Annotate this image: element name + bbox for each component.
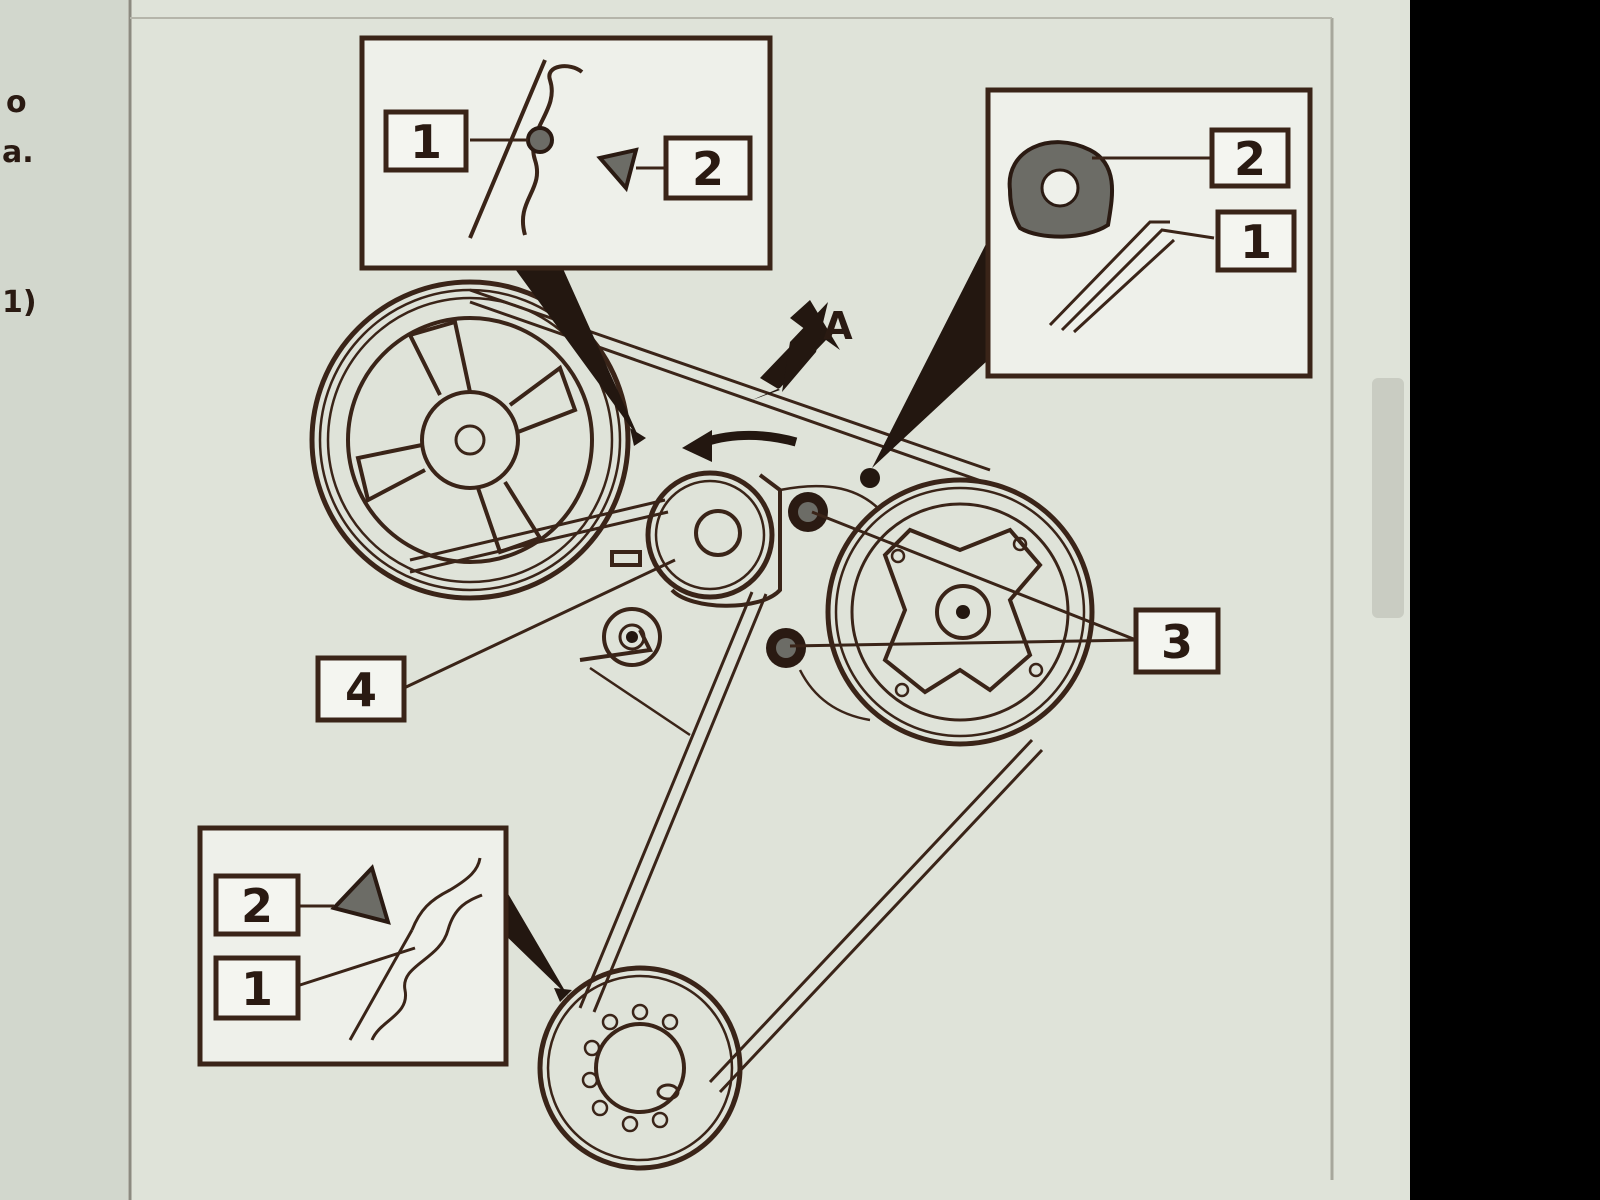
callout-top-left-label-1-box bbox=[383, 109, 469, 173]
callout-bottom-left-pointer bbox=[500, 880, 568, 996]
label-4-leader bbox=[403, 558, 676, 690]
margin-fragment-2: a. bbox=[2, 135, 34, 170]
left-page-margin bbox=[0, 0, 128, 1200]
idler-label-box bbox=[1133, 607, 1221, 675]
engine-casting bbox=[779, 484, 881, 511]
callout-top-right-label-2-box bbox=[1209, 127, 1291, 189]
engine-casting-lower bbox=[798, 669, 871, 722]
idler-bolt-upper bbox=[788, 492, 828, 532]
view-arrow-a bbox=[752, 300, 840, 400]
callout-top-left-pointer bbox=[510, 262, 640, 440]
crank-timing-mark bbox=[554, 988, 572, 1002]
label-3-leader-upper bbox=[811, 510, 1137, 642]
callout-top-right-label-2: 2 bbox=[1234, 132, 1266, 186]
callout-bottom-left-label-2-box bbox=[213, 873, 301, 937]
camshaft-pulley bbox=[309, 279, 631, 601]
label-3-leader-lower bbox=[789, 638, 1137, 648]
callout-bottom-left-label-1-box bbox=[213, 955, 301, 1021]
callout-top-left-label-2-box bbox=[663, 135, 753, 201]
scrollbar-thumb[interactable] bbox=[1372, 378, 1404, 618]
callout-top-right-pointer bbox=[872, 240, 988, 468]
callout-bottom-left-label-1: 1 bbox=[241, 962, 273, 1016]
rotation-arrow bbox=[682, 430, 798, 462]
idler-label: 3 bbox=[1161, 615, 1193, 669]
callout-bottom-left-label-2: 2 bbox=[241, 879, 273, 933]
small-idler bbox=[602, 607, 662, 667]
crankshaft-pulley bbox=[537, 965, 743, 1171]
callout-bottom-left bbox=[197, 825, 568, 1067]
idler-bolt-lower bbox=[766, 628, 806, 668]
callout-top-left-label-1: 1 bbox=[410, 115, 442, 169]
tensioner-label: 4 bbox=[345, 663, 377, 717]
callout-top-right-label-1-box bbox=[1215, 209, 1297, 273]
margin-fragment-3: 1) bbox=[2, 285, 37, 320]
callout-top-right-label-1: 1 bbox=[1240, 215, 1272, 269]
tensioner-pulley bbox=[579, 470, 782, 737]
margin-fragment-1: o bbox=[6, 85, 27, 120]
tensioner-label-box bbox=[315, 655, 407, 723]
pump-timing-mark bbox=[860, 468, 880, 488]
view-arrow-a-label: A bbox=[823, 304, 853, 348]
callout-top-left-label-2: 2 bbox=[692, 142, 724, 196]
